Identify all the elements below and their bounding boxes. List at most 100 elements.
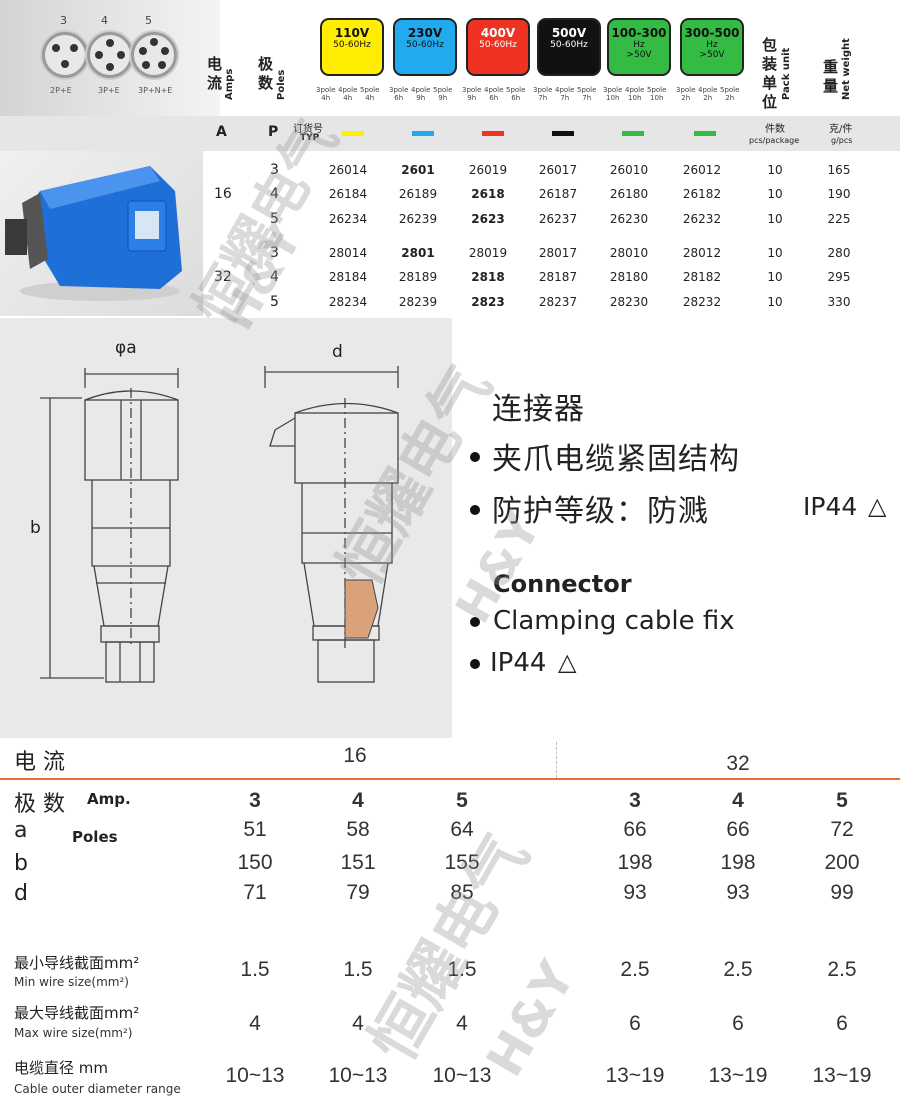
row-a-label: a	[14, 818, 28, 843]
dim-min-value: 1.5	[447, 958, 477, 981]
pole-name: 4pole	[625, 86, 645, 94]
order-code: 26014	[328, 163, 368, 177]
pole-name: 3pole	[316, 86, 336, 94]
order-code: 26182	[682, 187, 722, 201]
pole-name: 3pole	[603, 86, 623, 94]
dim-cab-value: 10~13	[432, 1064, 492, 1087]
bullet-3	[470, 617, 480, 627]
dim-b-value: 198	[720, 851, 756, 874]
pole-count: 4	[352, 789, 364, 812]
dim-b-value: 155	[444, 851, 480, 874]
column-header-row	[0, 116, 900, 151]
max-wire-en: Max wire size(mm²)	[14, 1026, 133, 1040]
order-code: 26010	[609, 163, 649, 177]
row-b-label: b	[14, 851, 28, 876]
pole-name: 4pole	[484, 86, 504, 94]
dim-cab-value: 13~19	[605, 1064, 665, 1087]
order-code: 26234	[328, 212, 368, 226]
order-code: 26180	[609, 187, 649, 201]
dim-d-value: 71	[243, 881, 267, 904]
socket-label-2pe: 2P+E	[50, 86, 72, 95]
poles-value: 3	[270, 245, 279, 261]
order-code: 26019	[468, 163, 508, 177]
pole-hour: 7h	[538, 94, 548, 102]
dim-max-value: 6	[732, 1012, 744, 1035]
dim-max-value: 6	[629, 1012, 641, 1035]
dim-a-value: 58	[346, 818, 370, 841]
color-swatch-5	[694, 131, 716, 136]
dim-d-value: 93	[623, 881, 647, 904]
bullet-2	[470, 505, 480, 515]
amps-en-label: Amps	[224, 68, 235, 100]
pack-cn-label: 包装单位	[762, 36, 778, 111]
order-code: 28019	[468, 246, 508, 260]
pole-count: 3	[629, 789, 641, 812]
order-code: 26239	[398, 212, 438, 226]
order-code: 26187	[538, 187, 578, 201]
dim-min-value: 1.5	[240, 958, 270, 981]
table-divider	[0, 778, 900, 780]
voltage-freq: Hz	[633, 40, 645, 50]
order-code: 26017	[538, 163, 578, 177]
row-d-label: d	[14, 881, 28, 906]
weight-en-label: Net weight	[841, 38, 852, 100]
order-code: 26189	[398, 187, 438, 201]
socket-5pin-icon	[131, 32, 177, 78]
dim-a-label: φa	[115, 338, 137, 358]
pole-hour: 9h	[438, 94, 448, 102]
poles-value: 5	[270, 211, 279, 227]
pole-hour: 4h	[343, 94, 353, 102]
pole-hour: 7h	[560, 94, 570, 102]
order-code: 28180	[609, 270, 649, 284]
order-code: 28187	[538, 270, 578, 284]
weight-value: 165	[827, 163, 851, 177]
pack-sub-cn: 件数	[765, 124, 785, 135]
order-code: 28230	[609, 295, 649, 309]
socket-num-4: 4	[101, 14, 108, 27]
dim-d-value: 93	[726, 881, 750, 904]
color-swatch-1	[412, 131, 434, 136]
order-code: 28232	[682, 295, 722, 309]
order-code: 2818	[471, 270, 505, 284]
connector-photo-icon	[5, 166, 182, 301]
order-en-header: TYP	[300, 133, 320, 143]
weight-cn-label: 重量	[823, 58, 839, 95]
col-a-header: A	[216, 124, 227, 140]
amps-cn-label: 电流	[207, 55, 223, 92]
pole-name: 5pole	[720, 86, 740, 94]
dim-b-value: 198	[617, 851, 653, 874]
pole-count: 4	[732, 789, 744, 812]
order-cn-header: 订货号	[293, 124, 323, 135]
socket-3pin-icon	[42, 32, 88, 78]
voltage-freq: 50-60Hz	[333, 40, 371, 50]
pole-name: 4pole	[338, 86, 358, 94]
dim-b-value: 150	[237, 851, 273, 874]
amp-value: 32	[214, 269, 232, 285]
dim-a-value: 72	[830, 818, 854, 841]
voltage-freq: 50-60Hz	[479, 40, 517, 50]
pack-value: 10	[767, 163, 783, 177]
order-code: 2823	[471, 295, 505, 309]
dim-d-value: 99	[830, 881, 854, 904]
poles-cn-label-2: 极 数	[14, 792, 65, 817]
order-code: 28184	[328, 270, 368, 284]
voltage-value: 230V	[407, 26, 443, 40]
weight-value: 225	[827, 212, 851, 226]
socket-diagram-panel: 3 4 5 2P+E 3P+E 3P+N+E	[0, 0, 220, 116]
pole-name: 5pole	[577, 86, 597, 94]
dim-max-value: 4	[249, 1012, 261, 1035]
pole-count: 5	[456, 789, 468, 812]
dim-max-value: 4	[456, 1012, 468, 1035]
socket-4pin-icon	[87, 32, 133, 78]
